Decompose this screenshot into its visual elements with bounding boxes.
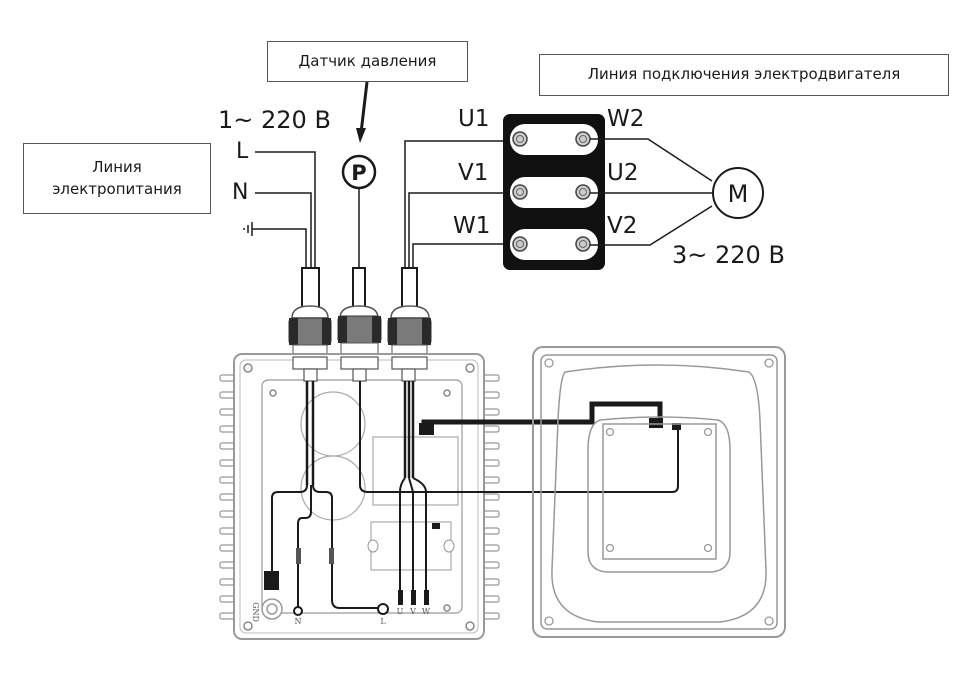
heatsink-fin	[219, 612, 236, 620]
heatsink-fin	[219, 476, 236, 484]
board-marking-u: U	[397, 607, 404, 616]
pressure-sensor-label-text: Датчик давления	[298, 51, 437, 70]
ground-terminal	[261, 598, 283, 620]
wire-l	[255, 151, 316, 268]
heatsink-fin	[219, 374, 236, 382]
pressure-sensor-label: Датчик давления	[267, 41, 468, 82]
heatsink-fin	[483, 442, 500, 450]
heatsink-fin	[219, 391, 236, 399]
terminal-u1-label: U1	[458, 106, 490, 132]
heatsink-fin	[483, 459, 500, 467]
cable-gland-motor	[387, 305, 432, 358]
ground-icon	[243, 222, 253, 236]
heatsink-fin	[219, 408, 236, 416]
power-line-label-text-1: Линия	[92, 157, 142, 176]
display-lid	[532, 346, 786, 638]
board-marking-gnd: GND	[251, 602, 260, 622]
heatsink-fin	[219, 425, 236, 433]
terminal-n-label: N	[232, 180, 249, 205]
heatsink-fins-left	[219, 374, 236, 620]
motor-symbol-letter: M	[728, 180, 749, 208]
heatsink-fin	[483, 595, 500, 603]
motor-terminal-block	[503, 114, 605, 270]
wire-ground	[252, 228, 307, 268]
heatsink-fins-right	[483, 374, 500, 620]
motor-input-wires	[404, 140, 510, 268]
internal-wiring	[271, 381, 679, 610]
heatsink-fin	[219, 561, 236, 569]
heatsink-fin	[483, 425, 500, 433]
power-line-label-text-2: электропитания	[52, 179, 182, 198]
heatsink-fin	[219, 544, 236, 552]
cable-gland-power	[288, 305, 332, 358]
heatsink-fin	[483, 408, 500, 416]
terminal-rings	[293, 603, 389, 616]
heatsink-fin	[219, 510, 236, 518]
heatsink-fin	[483, 510, 500, 518]
connectors	[264, 418, 681, 605]
terminal-w1-label: W1	[453, 213, 491, 239]
heatsink-fin	[483, 527, 500, 535]
motor-symbol	[712, 167, 764, 219]
terminal-u2-label: U2	[607, 160, 639, 186]
heatsink-fin	[483, 561, 500, 569]
cable-gland-sensor	[337, 305, 382, 358]
heatsink-fin	[219, 442, 236, 450]
pressure-sensor-symbol-letter: P	[351, 161, 366, 185]
terminal-w2-label: W2	[607, 106, 645, 132]
wire-n	[255, 192, 312, 268]
board-marking-w: W	[422, 607, 431, 616]
terminal-l-label: L	[236, 139, 249, 164]
heatsink-fin	[483, 476, 500, 484]
terminal-v1-label: V1	[458, 160, 489, 186]
power-line-label: Линия электропитания	[23, 143, 211, 214]
heatsink-fin	[483, 374, 500, 382]
heatsink-fin	[219, 493, 236, 501]
motor-line-label-text: Линия подключения электродвигателя	[587, 65, 901, 84]
heatsink-fin	[219, 459, 236, 467]
supply-voltage-label: 1~ 220 В	[218, 106, 331, 134]
heatsink-fin	[219, 578, 236, 586]
heatsink-fin	[483, 578, 500, 586]
supply-wires	[252, 151, 316, 268]
motor-line-label: Линия подключения электродвигателя	[539, 54, 949, 96]
cable-glands	[288, 305, 432, 358]
heatsink-fin	[219, 595, 236, 603]
heatsink-fin	[483, 493, 500, 501]
motor-output-wires	[590, 138, 713, 246]
heatsink-fin	[219, 527, 236, 535]
heatsink-fin	[483, 612, 500, 620]
motor-voltage-label: 3~ 220 В	[672, 241, 785, 269]
heatsink-fin	[483, 544, 500, 552]
pressure-arrow-icon	[356, 81, 369, 143]
cable-sheaths	[301, 267, 418, 309]
heatsink-fin	[483, 391, 500, 399]
terminal-v2-label: V2	[607, 213, 638, 239]
board-marking-n: N	[295, 617, 302, 626]
board-marking-l: L	[380, 617, 386, 626]
board-marking-v: V	[409, 607, 416, 616]
